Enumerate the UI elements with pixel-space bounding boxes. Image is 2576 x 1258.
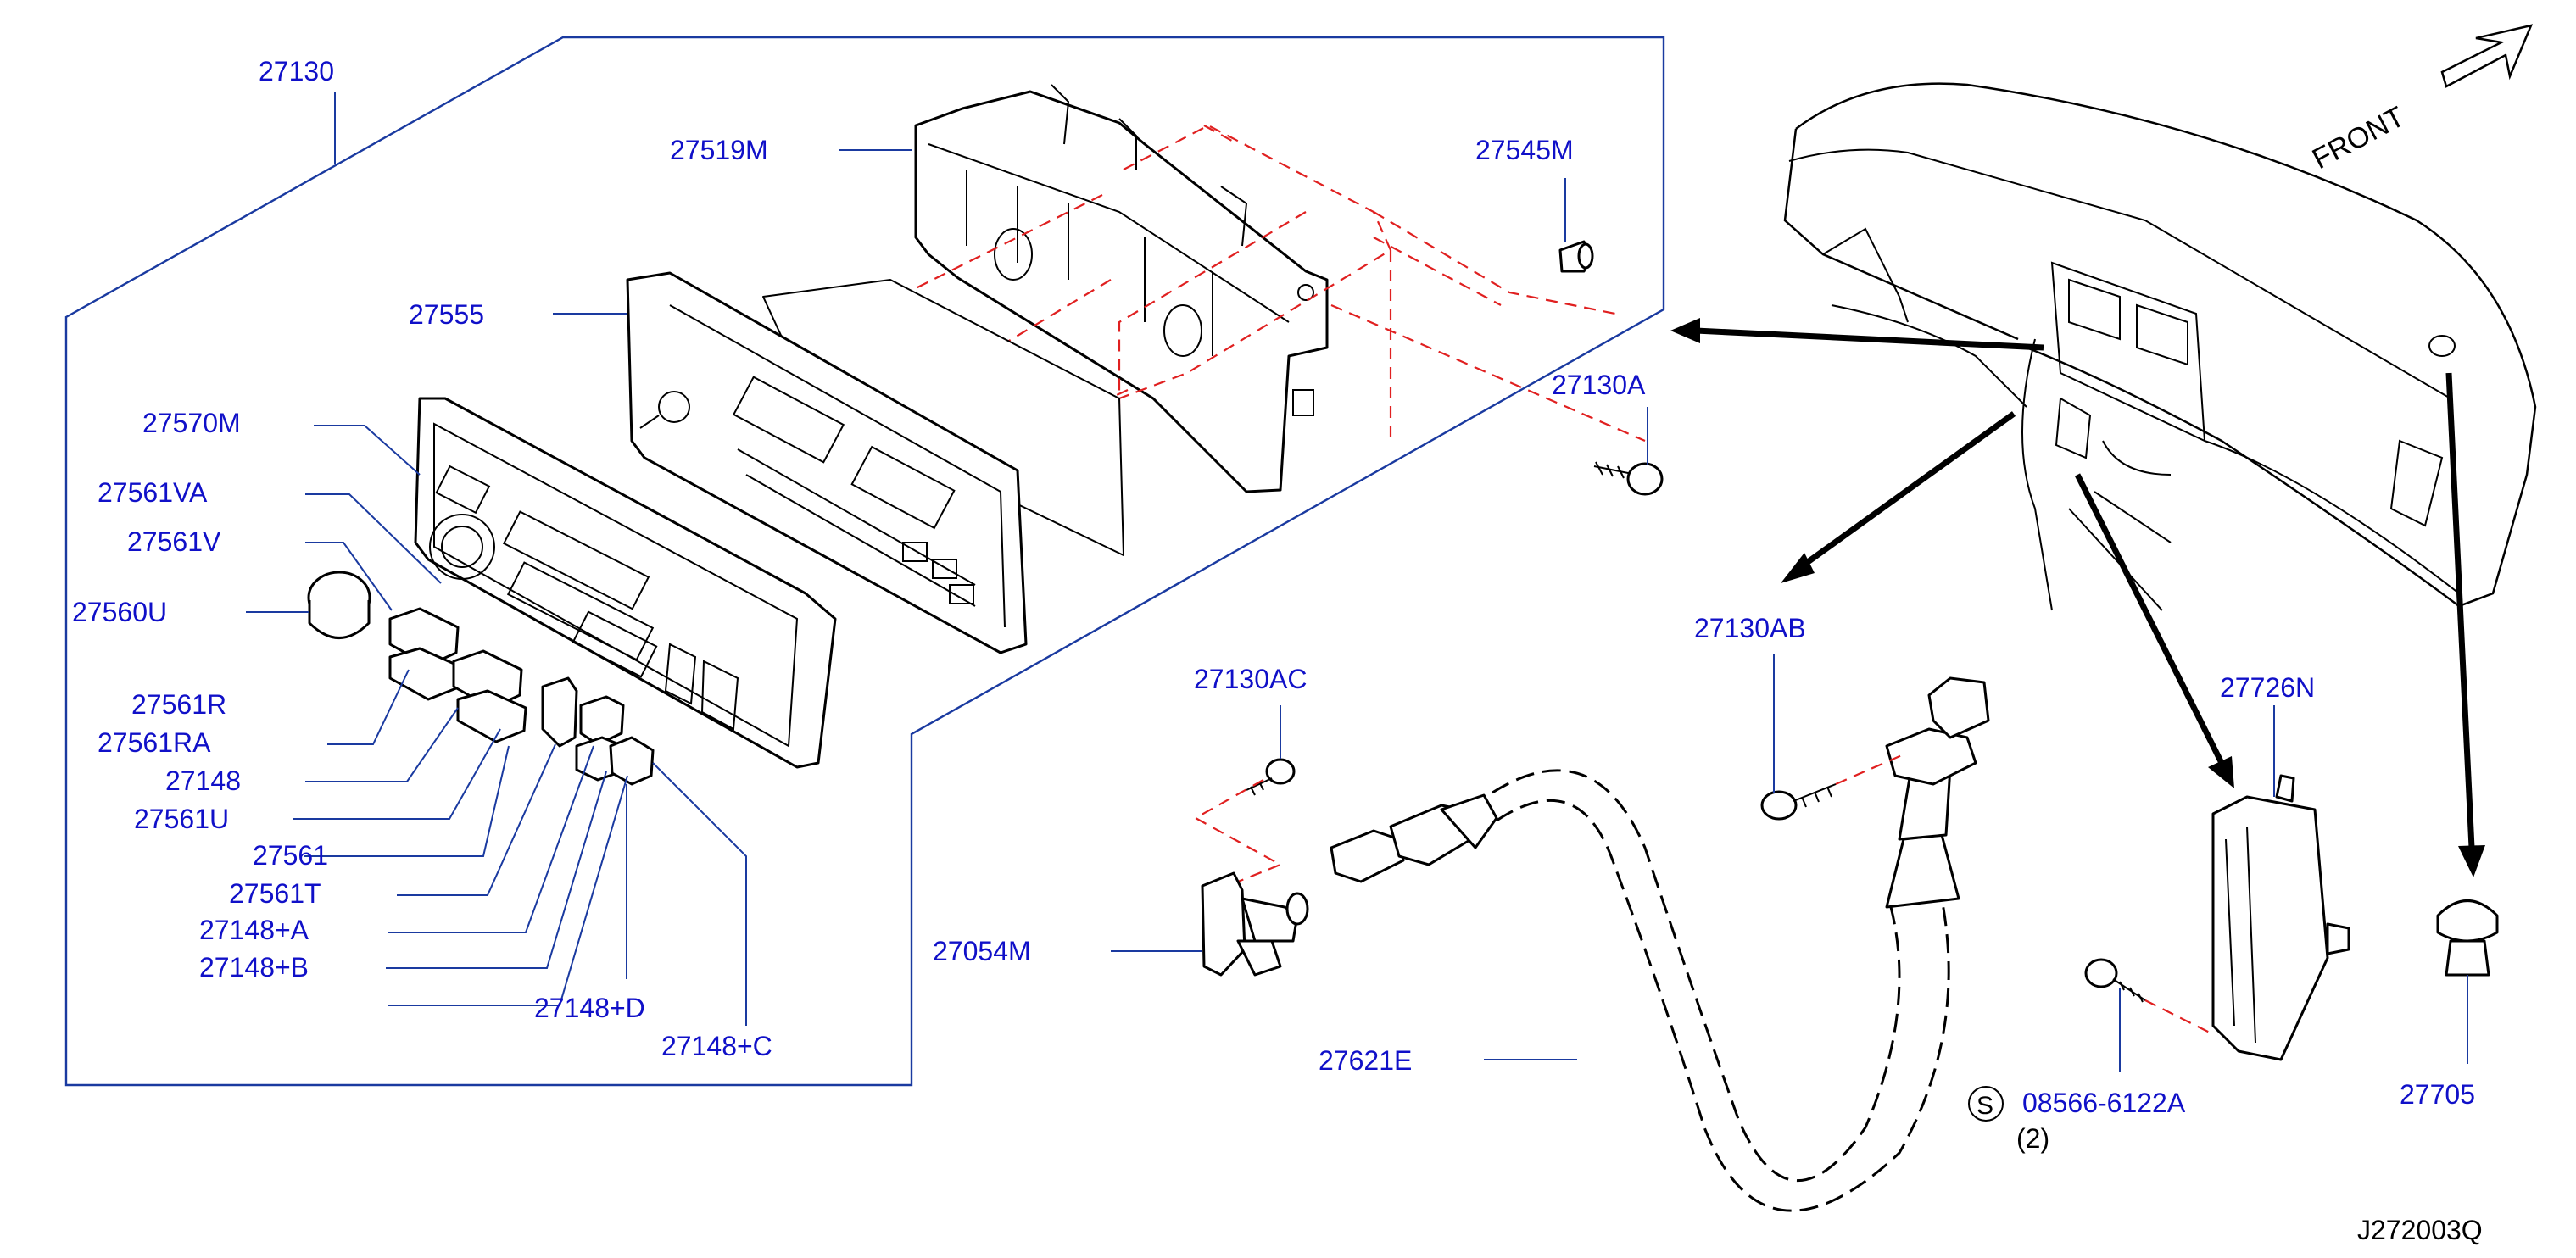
label-27130AB: 27130AB [1694, 613, 1806, 643]
label-27561V: 27561V [127, 526, 221, 557]
label-08566-6122A: 08566-6122A [2022, 1088, 2186, 1118]
label-27545M: 27545M [1475, 135, 1574, 165]
label-27054M: 27054M [933, 936, 1031, 966]
leader-lines [246, 149, 2468, 1072]
part-dashboard-outline [1783, 82, 2537, 611]
label-27561: 27561 [253, 840, 328, 871]
label-27561VA: 27561VA [98, 477, 208, 508]
label-27621E: 27621E [1319, 1045, 1412, 1076]
label-27570M: 27570M [142, 408, 241, 438]
diagram-ref-code: J272003Q [2357, 1215, 2483, 1245]
label-27561U: 27561U [134, 804, 229, 834]
part-bracket-27519M [914, 84, 1329, 493]
label-08566-qty: (2) [2016, 1123, 2049, 1154]
part-knob-27560U [307, 571, 371, 639]
label-27148B: 27148+B [199, 952, 309, 982]
part-screw-27130AB [1760, 753, 1904, 821]
part-control-unit-27555 [626, 271, 1028, 654]
label-27726N: 27726N [2220, 672, 2315, 703]
label-27148C: 27148+C [661, 1031, 772, 1061]
part-screw-27130A [1593, 461, 1664, 496]
front-label: FRONT [2307, 101, 2410, 176]
label-27555: 27555 [409, 299, 484, 330]
part-clip-27705 [2436, 899, 2499, 977]
label-27561T: 27561T [229, 878, 321, 909]
locator-arrows [1670, 318, 2485, 877]
label-27519M: 27519M [670, 135, 768, 165]
part-valve-27054M [1201, 871, 1309, 977]
label-27148A: 27148+A [199, 915, 309, 945]
front-direction-arrow [2440, 24, 2534, 88]
part-face-panel-27570M [414, 397, 837, 769]
s-symbol: S [1968, 1086, 2004, 1122]
label-27148D: 27148+D [534, 993, 645, 1023]
exploded-view-frame [64, 36, 1665, 1087]
part-module-27726N [2211, 774, 2350, 1061]
part-screw-27130AC [1193, 758, 1296, 883]
label-27148: 27148 [165, 765, 241, 796]
label-27561R: 27561R [131, 689, 226, 720]
part-button-cluster [388, 607, 655, 786]
part-screw-08566 [2084, 958, 2214, 1035]
label-27130AC: 27130AC [1194, 664, 1307, 694]
part-hose-27621E [1330, 676, 1990, 1212]
label-27130A: 27130A [1552, 370, 1646, 400]
label-27705: 27705 [2400, 1079, 2475, 1110]
part-clip-27545M [1558, 240, 1594, 273]
label-27560U: 27560U [72, 597, 167, 627]
label-27130: 27130 [259, 56, 334, 86]
svg-text:S: S [1977, 1092, 1993, 1120]
label-27561RA: 27561RA [98, 727, 211, 758]
